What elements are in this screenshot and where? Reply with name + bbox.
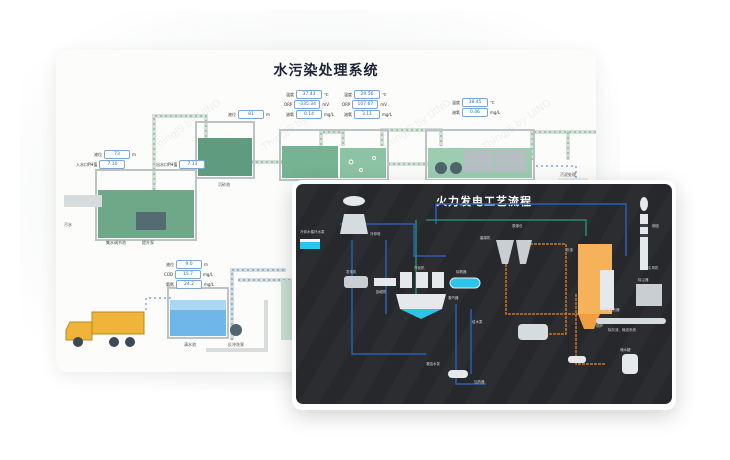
label-settling: 沉砂池 [218,182,230,187]
water-system-title: 水污染处理系统 [273,63,379,79]
boiler [578,244,614,329]
condenser [396,294,446,319]
coal-hoppers [496,240,532,264]
collect-tank [64,169,197,241]
power-plant-panel-frame: 火力发电工艺流程 [292,180,676,410]
deaerator [449,277,481,289]
label-circ-pump: 冷却水循环水泵 [300,230,325,234]
label-coal-mill: 磨煤机 [480,236,491,240]
coal-mill [518,324,548,340]
aeration-tanks [279,129,389,181]
label-ash: 灰渣 [566,248,573,252]
label-conveyor: 除灰渣、输送系统 [608,328,636,332]
label-generator: 发电机 [346,270,357,274]
conveyor [596,318,666,324]
label-collect-pool: 集水调节池 [106,240,126,245]
label-backwash-pump: 反冲洗泵 [228,342,244,347]
label-chimney: 烟囱 [652,224,659,228]
mbr-tank [425,129,535,181]
label-sewage: 污水 [64,222,72,227]
heater [448,370,468,378]
label-boiler: 锅炉 [596,324,603,328]
truck-icon [65,311,145,347]
heater-tank [568,356,586,363]
label-turbine: 汽轮机 [414,266,425,270]
power-process-diagram [300,196,666,385]
label-water-tank: 储水罐 [620,348,631,352]
power-plant-panel: 火力发电工艺流程 [296,184,672,404]
turbine-generator [344,272,444,288]
clean-water-tank [167,287,242,339]
label-exciter: 励磁机 [376,290,387,294]
water-basin [300,241,320,249]
chimney [640,197,648,270]
settling-tank [195,121,255,179]
label-feed-pump: 给水泵 [472,320,483,324]
label-air-preheater: 空气预热器 [602,308,620,312]
label-induced-fan: 引风机 [648,266,659,270]
label-cooling-tower: 冷却塔 [370,232,381,236]
water-process-diagram [64,114,596,352]
label-condensate-pump: 凝结水泵 [426,362,440,366]
label-clean-pool: 清水池 [184,342,196,347]
label-heater: 加热器 [474,380,485,384]
label-precipitator: 除尘器 [638,278,649,282]
label-condenser: 凝汽器 [448,296,459,300]
label-sludge: 污泥处理 [560,172,576,177]
label-deaerator: 除氧器 [456,270,467,274]
label-pump-station: 提升泵 [142,240,154,245]
level-value: 73 [104,150,130,159]
cooling-tower [340,196,368,234]
water-tank [622,354,638,374]
precipitator [636,284,662,306]
label-coal-bunker: 原煤仓 [512,224,523,228]
